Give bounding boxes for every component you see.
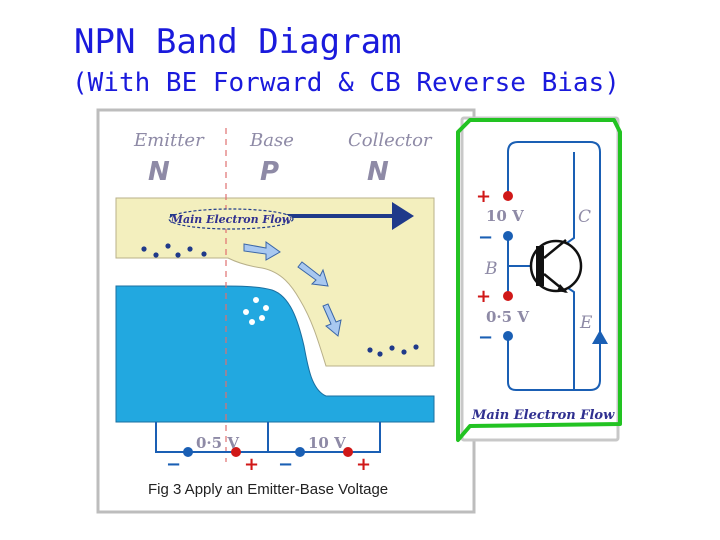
electron <box>377 351 383 357</box>
bottom-supply-voltage: 0·5 V <box>486 308 529 326</box>
collector-terminal-label: C <box>578 207 591 227</box>
emitter-terminal-label: E <box>579 313 593 333</box>
emitter-electrons <box>141 243 207 258</box>
hole <box>259 315 265 321</box>
transistor-collector <box>543 239 567 259</box>
eb-voltage-label: 0·5 V <box>196 434 239 452</box>
hole <box>253 297 259 303</box>
electron <box>367 347 373 353</box>
wire <box>348 422 381 453</box>
base-label: Base <box>249 130 294 151</box>
emitter-return-wire <box>507 336 601 391</box>
bottom-minus-terminal <box>503 331 513 341</box>
electron <box>201 251 207 257</box>
circuit-flow-label: Main Electron Flow <box>471 408 615 423</box>
top-plus-sign: + <box>476 186 491 207</box>
top-minus-terminal <box>503 231 513 241</box>
emitter-arrow-icon <box>557 284 568 293</box>
main-flow-arrowhead <box>392 202 414 230</box>
bottom-plus-terminal <box>503 291 513 301</box>
electron <box>165 243 171 249</box>
minus-sign: − <box>166 454 181 475</box>
circuit-panel-frame <box>456 118 622 442</box>
electron <box>187 246 193 252</box>
transistor-base-bar <box>536 246 544 286</box>
emitter-type-label: N <box>148 157 170 187</box>
minus-terminal <box>295 447 305 457</box>
electron <box>153 252 159 258</box>
drift-arrow-3 <box>322 303 342 337</box>
bottom-plus-sign: + <box>476 286 491 307</box>
hole <box>249 319 255 325</box>
electron <box>413 344 419 350</box>
minus-sign: − <box>278 454 293 475</box>
drift-arrows <box>243 241 342 337</box>
wire <box>155 422 188 453</box>
top-minus-sign: − <box>478 227 493 248</box>
base-holes <box>243 297 269 325</box>
top-plus-terminal <box>503 191 513 201</box>
band-diagram-panel: Emitter Base Collector N P N Main Electr… <box>96 108 476 514</box>
collector-electrons <box>367 344 419 357</box>
plus-sign: + <box>244 454 259 475</box>
drift-arrow-2 <box>297 261 329 287</box>
collector-type-label: N <box>367 157 389 187</box>
plus-sign: + <box>356 454 371 475</box>
valence-band <box>115 285 435 423</box>
cb-voltage-label: 10 V <box>308 434 346 452</box>
plus-terminal <box>231 447 241 457</box>
bottom-bias-circuit: 0·5 V 10 V − + − + <box>155 422 381 475</box>
flow-up-arrow-icon <box>592 330 608 344</box>
circuit-panel: + 10 V − + 0·5 V − C B E Main Electron F… <box>456 116 622 442</box>
minus-terminal <box>183 447 193 457</box>
page-subtitle: (With BE Forward & CB Reverse Bias) <box>72 68 620 98</box>
collector-label: Collector <box>348 130 433 151</box>
conduction-band <box>115 197 435 367</box>
drift-arrow-1 <box>243 241 281 261</box>
bottom-minus-sign: − <box>478 327 493 348</box>
base-terminal-label: B <box>484 259 498 279</box>
electron <box>389 345 395 351</box>
plus-terminal <box>343 447 353 457</box>
electron <box>401 349 407 355</box>
base-type-label: P <box>260 157 279 187</box>
figure-caption: Fig 3 Apply an Emitter-Base Voltage <box>148 481 388 498</box>
page-title: NPN Band Diagram <box>74 22 402 62</box>
electron <box>141 246 147 252</box>
electron <box>175 252 181 258</box>
collector-wire <box>507 141 601 360</box>
flow-label-oval <box>168 208 294 230</box>
hole <box>263 305 269 311</box>
hole <box>243 309 249 315</box>
emitter-label: Emitter <box>133 130 205 151</box>
top-supply-voltage: 10 V <box>486 207 524 225</box>
main-electron-flow-label: Main Electron Flow <box>170 213 292 226</box>
